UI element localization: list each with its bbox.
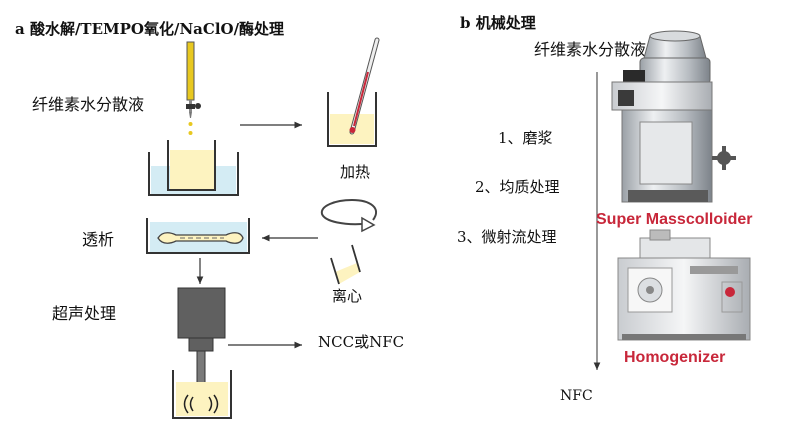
heating-beaker-icon [327, 37, 380, 147]
panel-b-title: b 机械处理 [460, 14, 536, 32]
masscolloider-machine-icon [611, 30, 736, 203]
label-product-b: NFC [560, 388, 593, 404]
step-homogenization: 2、均质处理 [475, 178, 560, 196]
label-dialysis: 透析 [82, 230, 115, 249]
label-cellulose-dispersion-b: 纤维素水分散液 [534, 40, 647, 59]
centrifuge-tube-icon [330, 244, 361, 285]
label-heating: 加热 [340, 163, 371, 181]
sonicator-icon [172, 287, 232, 419]
homogenizer-label: Homogenizer [624, 349, 726, 366]
homogenizer-machine-icon [617, 229, 751, 341]
label-product-a: NCC或NFC [318, 333, 405, 351]
label-centrifuge: 离心 [332, 287, 363, 305]
dialysis-tank-icon [146, 218, 250, 254]
masscolloider-label: Super Masscolloider [596, 211, 753, 228]
step-microfluidization: 3、微射流处理 [457, 228, 557, 246]
label-cellulose-dispersion-a: 纤维素水分散液 [32, 95, 145, 114]
step-refining: 1、磨浆 [498, 129, 553, 147]
label-sonication: 超声处理 [52, 304, 117, 323]
water-bath-beaker-icon [148, 140, 239, 196]
panel-a-title: a 酸水解/TEMPO氧化/NaClO/酶处理 [15, 20, 285, 38]
centrifuge-rotation-icon [320, 198, 378, 233]
burette-icon [186, 41, 201, 135]
